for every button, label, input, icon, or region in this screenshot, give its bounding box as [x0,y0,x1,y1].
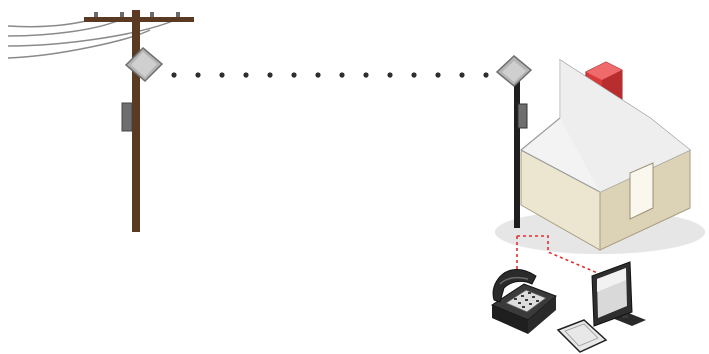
computer-icon [556,261,646,353]
utility-pole-icon [84,10,194,232]
pole-antenna-icon [124,46,164,83]
telephone-icon [490,269,557,334]
link-to-computer [517,235,601,275]
house-antenna-icon [495,55,533,228]
house-icon [519,58,692,251]
wired-links [516,235,601,275]
power-lines [7,17,181,59]
wireless-link [171,72,489,78]
